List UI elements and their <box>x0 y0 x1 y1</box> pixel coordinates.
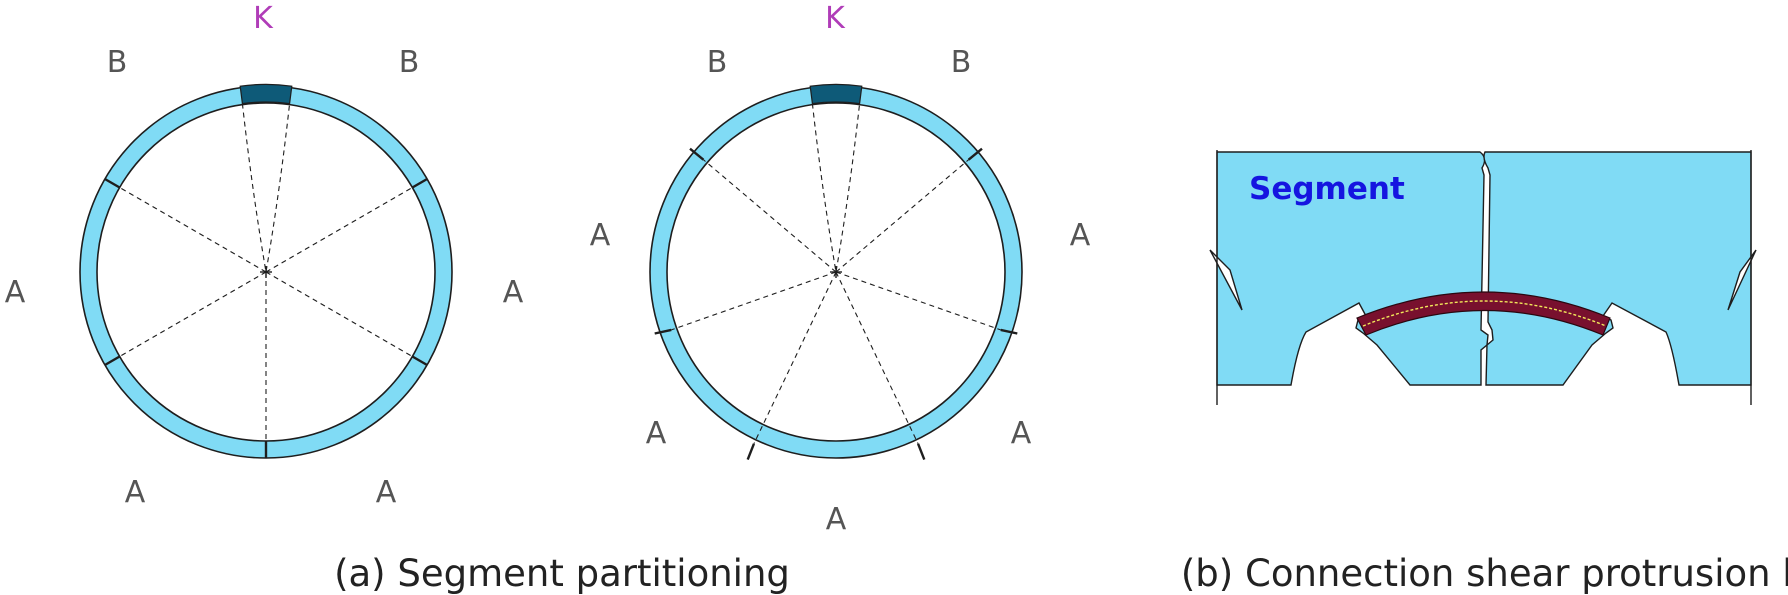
ring-1-label-a-bottom-left: A <box>125 475 146 510</box>
ring-1-label-a-bottom-right: A <box>376 475 397 510</box>
ring-2-joints <box>654 147 1018 461</box>
ring-1-body <box>79 85 453 459</box>
caption-b: (b) Connection shear protrusion key <box>1181 552 1788 595</box>
ring-2-key-segment <box>809 83 863 105</box>
shear-key-detail: Segment <box>1209 150 1757 405</box>
left-side-notch <box>1209 249 1243 311</box>
ring-2-label-a-right: A <box>1070 218 1091 253</box>
ring-2-key-label: K <box>825 1 846 36</box>
ring-2-body <box>649 85 1023 459</box>
ring-1: K B B A A A A <box>5 1 524 510</box>
shear-key-centerline <box>1362 300 1607 327</box>
ring-1-label-b-left: B <box>107 45 128 80</box>
shear-protrusion-key <box>1356 291 1611 336</box>
ring-2-center-mark <box>830 266 842 278</box>
ring-1-key-label: K <box>253 1 274 36</box>
segment-label: Segment <box>1249 171 1405 207</box>
ring-1-label-b-right: B <box>399 45 420 80</box>
ring-1-label-a-left: A <box>5 275 26 310</box>
ring-2-radial-lines <box>671 103 1001 445</box>
ring-2-label-a-bottom: A <box>826 502 847 537</box>
ring-2-label-a-bottom-left: A <box>646 416 667 451</box>
right-segment-block <box>1483 151 1752 386</box>
ring-1-key-segment <box>239 83 293 105</box>
ring-1-center-mark <box>260 266 272 278</box>
ring-1-radial-lines <box>119 103 413 441</box>
ring-2-label-a-bottom-right: A <box>1011 416 1032 451</box>
ring-2-label-b-right: B <box>951 45 972 80</box>
ring-2-label-a-left: A <box>590 218 611 253</box>
right-side-notch <box>1727 249 1757 311</box>
caption-a: (a) Segment partitioning <box>334 552 790 595</box>
ring-1-label-a-right: A <box>503 275 524 310</box>
ring-2-label-b-left: B <box>707 45 728 80</box>
ring-1-joints <box>104 177 428 458</box>
ring-2: K B B A A A A A <box>590 1 1091 537</box>
